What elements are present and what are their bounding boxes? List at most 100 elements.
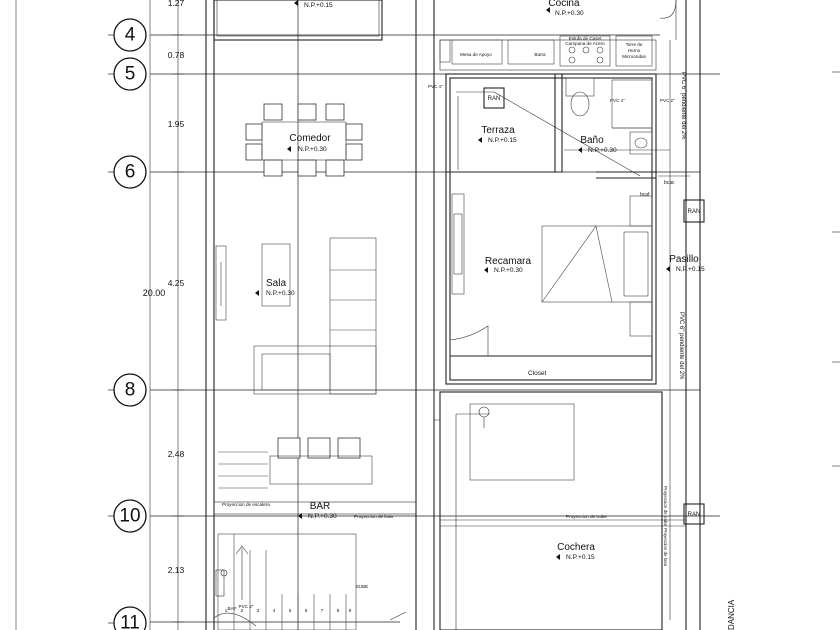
- estufa-label-1: Estufa de Caset: [569, 36, 602, 41]
- stair-step: 8: [337, 608, 340, 613]
- room-pasillo: Pasillo N.P.+0.15: [666, 254, 705, 273]
- pipe-lines: [456, 0, 690, 620]
- axis-label: 4: [125, 25, 136, 46]
- room-name: Cochera: [557, 542, 595, 553]
- ran-label: RAN: [688, 209, 701, 215]
- stair-step: 4: [273, 608, 276, 613]
- axis-bubble-4: 4: [108, 18, 147, 52]
- mesa-apoyo-label: Mesa de Apoyo: [460, 52, 492, 57]
- bcaf-label: bcaf: [640, 192, 650, 198]
- baf-label: BAF: [228, 606, 237, 611]
- torre-label-3: Microondas: [622, 54, 646, 59]
- axis-bubble-10: 10: [108, 499, 147, 533]
- level-icon: [298, 513, 302, 519]
- dim-4-5: 0.78: [168, 50, 185, 60]
- level-icon: [666, 266, 670, 272]
- proy-losa-vertical: Proyeccion de losa: [663, 528, 668, 567]
- kitchen-fixtures: [439, 35, 653, 67]
- dining-set: [245, 103, 363, 177]
- axis-label: 6: [125, 162, 136, 183]
- level-marker: N.P.+0.15: [488, 137, 517, 144]
- pvc-slope-label: PVC 6" pendiente del 2%: [678, 312, 684, 380]
- dim-8-10: 2.48: [168, 449, 185, 459]
- dim-6-8: 4.25: [168, 278, 185, 288]
- axis-label: 11: [120, 613, 140, 630]
- axis-bubble-11: 11: [108, 606, 147, 630]
- stair-step: 9: [349, 608, 352, 613]
- level-icon: [287, 146, 291, 152]
- axis-label: 10: [119, 506, 140, 527]
- dim-total: 20.00: [143, 288, 166, 298]
- level-marker: N.P.+0.15: [304, 2, 333, 9]
- room-name: Closet: [528, 370, 547, 377]
- room-terraza: Terraza N.P.+0.15: [478, 125, 517, 144]
- room-name: Baño: [580, 135, 604, 146]
- level-marker: N.P.+0.30: [298, 146, 327, 153]
- level-icon: [546, 7, 550, 13]
- pvc-label: PVC 4": [610, 98, 625, 103]
- living-room-furniture: [215, 237, 377, 395]
- stair-step: 7: [321, 608, 324, 613]
- pvc-small-label: PVC 2": [239, 604, 254, 609]
- ran-box-cochera: [683, 503, 705, 525]
- bar-furniture: [218, 437, 373, 489]
- colindancia-label: DANCIA: [727, 599, 736, 630]
- stair-step: 6: [305, 608, 308, 613]
- garage-fixtures: [433, 390, 575, 481]
- level-icon: [556, 554, 560, 560]
- barra-label: Barra: [534, 52, 546, 57]
- room-closet: Closet: [528, 370, 547, 377]
- room-cocina: Cocina N.P.+0.30: [546, 0, 584, 17]
- dim-top: 1.27: [168, 0, 185, 8]
- room-bar: BAR N.P.+0.30: [298, 501, 337, 520]
- room-name: Sala: [266, 278, 286, 289]
- proy-escalera-label: Proyeccion de escalera: [222, 502, 270, 507]
- level-icon: [255, 290, 259, 296]
- proy-losa-label: Proyeccion de losa: [354, 514, 393, 519]
- level-marker: N.P.+0.15: [676, 266, 705, 273]
- level-marker: N.P.+0.30: [588, 147, 617, 154]
- level-marker: N.P.+0.30: [494, 267, 523, 274]
- room-name: Comedor: [289, 133, 331, 144]
- level-icon: [484, 267, 488, 273]
- dim-5-6: 1.95: [168, 119, 185, 129]
- bathroom-fixtures: [565, 77, 653, 155]
- ran-label: RAN: [488, 96, 501, 102]
- dim-10-11: 2.13: [168, 565, 185, 575]
- axis-bubble-8: 8: [108, 373, 147, 407]
- bcac-label: bcac: [664, 180, 675, 186]
- sube-label: SUBE: [356, 584, 369, 589]
- level-marker: N.P.+0.15: [566, 554, 595, 561]
- level-marker: N.P.+0.30: [266, 290, 295, 297]
- pvc-label: PVC 2": [660, 98, 675, 103]
- room-sala: Sala N.P.+0.30: [255, 278, 295, 297]
- proy-trabe-label: Proyeccion de trabe: [566, 514, 607, 519]
- torre-label-2: Horno: [628, 48, 641, 53]
- room-name: Pasillo: [669, 254, 699, 265]
- proy-trabe-vertical: Proyeccion de trabe: [663, 486, 668, 527]
- staircase: [213, 533, 407, 630]
- axis-bubble-6: 6: [108, 155, 147, 189]
- bedroom-furniture: [449, 193, 653, 356]
- stair-step: 5: [289, 608, 292, 613]
- pvc-label: PVC 4": [428, 84, 443, 89]
- room-bano: Baño N.P.+0.30: [578, 135, 617, 154]
- ran-label: RAN: [688, 512, 701, 518]
- dimension-chain: [15, 0, 184, 630]
- room-top-left: N.P.+0.15: [294, 0, 333, 9]
- room-name: Cocina: [548, 0, 580, 9]
- stair-step: 1: [225, 608, 228, 613]
- room-name: BAR: [310, 501, 331, 512]
- room-comedor: Comedor N.P.+0.30: [287, 133, 331, 153]
- level-icon: [294, 0, 298, 6]
- axis-label: 5: [125, 64, 136, 85]
- ran-box-pasillo: [683, 199, 705, 223]
- level-marker: N.P.+0.30: [555, 10, 584, 17]
- axis-bubble-5: 5: [108, 57, 147, 91]
- axis-grid-lines: [150, 0, 720, 630]
- axis-label: 8: [125, 380, 136, 401]
- room-cochera: Cochera N.P.+0.15: [556, 542, 595, 561]
- level-marker: N.P.+0.30: [308, 513, 337, 520]
- stair-step: 3: [257, 608, 260, 613]
